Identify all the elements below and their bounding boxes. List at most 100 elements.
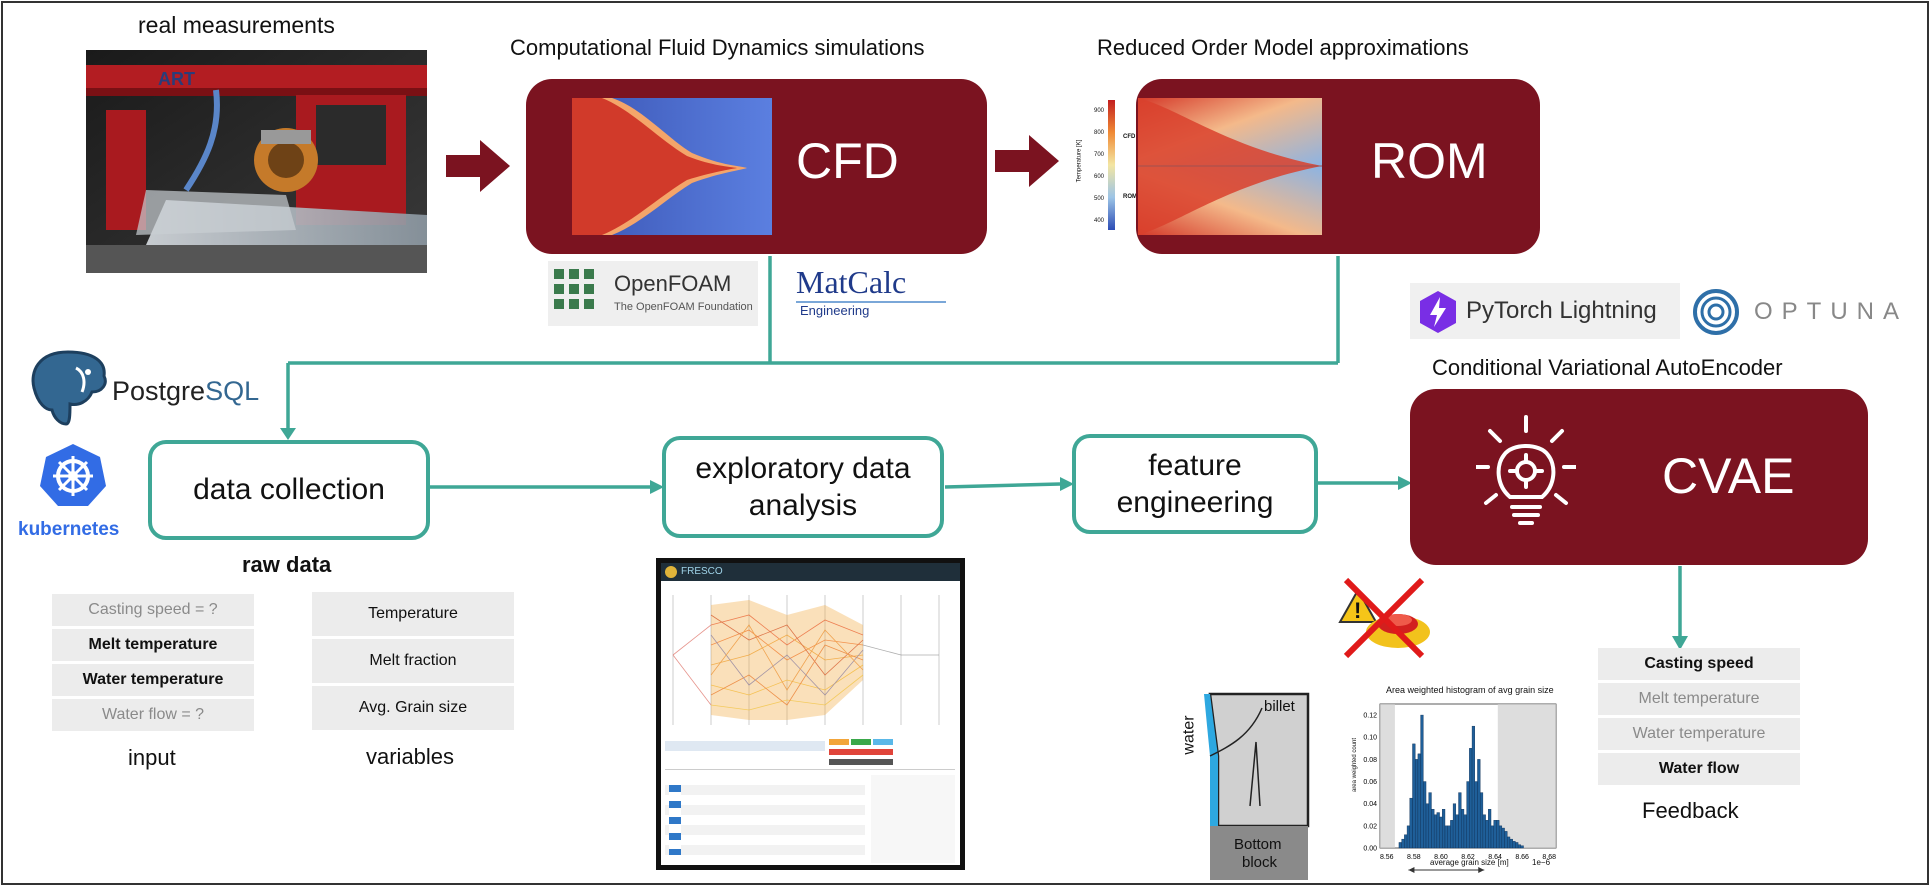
histogram-bar — [1439, 816, 1443, 849]
openfoam-logo: OpenFOAM The OpenFOAM Foundation — [548, 261, 758, 326]
matcalc-subtext: Engineering — [800, 303, 870, 318]
postgresql-elephant-icon — [31, 350, 107, 426]
histogram-bar — [1501, 827, 1505, 849]
histogram-xtick: 8.64 — [1488, 854, 1502, 861]
cfd-label: CFD — [796, 133, 899, 189]
histogram-bar — [1414, 759, 1419, 849]
histogram-shaded-region — [1380, 704, 1395, 848]
cfd-title: Computational Fluid Dynamics simulations — [510, 35, 925, 60]
histogram-bar — [1401, 838, 1405, 849]
histogram-bar — [1436, 812, 1440, 849]
dashboard-inner: FRESCO — [661, 563, 960, 865]
histogram-ytick: 0.08 — [1363, 757, 1377, 764]
histogram-bar — [1485, 820, 1489, 849]
lightning-icon — [1420, 291, 1456, 333]
histogram-bar — [1409, 797, 1413, 849]
svg-text:!: ! — [1354, 598, 1361, 623]
arrow-photo-to-cfd — [446, 140, 510, 192]
histogram-bar — [1406, 825, 1410, 849]
cvae-title: Conditional Variational AutoEncoder — [1432, 355, 1783, 380]
matcalc-text: MatCalc — [796, 264, 907, 300]
input-water-flow: Water flow = ? — [52, 699, 254, 731]
histogram-bar — [1479, 792, 1484, 849]
colorbar-tick: 700 — [1094, 152, 1105, 158]
variable-grain-size: Avg. Grain size — [312, 686, 514, 730]
rom-box: ROM — [1136, 79, 1540, 254]
optuna-text: OPTUNA — [1754, 298, 1909, 325]
cvae-label: CVAE — [1662, 448, 1795, 504]
rom-temperature-field — [1138, 98, 1322, 235]
no-emergency-stop-icon: ! — [1338, 577, 1430, 659]
histogram-ytick: 0.02 — [1363, 823, 1377, 830]
raw-data-heading: raw data — [242, 552, 332, 577]
fe-label-line2: engineering — [1116, 486, 1274, 519]
input-melt-temperature: Melt temperature — [52, 629, 254, 661]
histogram-range-arrow-head — [1408, 867, 1415, 873]
data-collection-box: data collection — [148, 440, 430, 540]
colorbar-tick: 800 — [1094, 130, 1105, 136]
water-label: water — [1180, 715, 1198, 755]
rom-title: Reduced Order Model approximations — [1097, 35, 1469, 60]
histogram-xtick: 8.58 — [1407, 854, 1421, 861]
histogram-ytick: 0.12 — [1363, 713, 1377, 720]
histogram-bar — [1520, 845, 1524, 849]
histogram-bar — [1471, 725, 1475, 849]
histogram-bar — [1512, 841, 1516, 849]
bottom-block-label-2: block — [1242, 854, 1278, 871]
histogram-title: Area weighted histogram of avg grain siz… — [1386, 685, 1554, 695]
histogram-bar — [1428, 792, 1432, 849]
histogram-bar — [1447, 825, 1451, 849]
real-measurements-title: real measurements — [138, 12, 335, 38]
feedback-casting-speed: Casting speed — [1598, 648, 1800, 680]
colorbar-tick: 400 — [1094, 218, 1105, 224]
cfd-temperature-field — [572, 98, 772, 235]
cfd-side-label: CFD — [1123, 134, 1136, 140]
dashboard-header: FRESCO — [661, 563, 960, 581]
histogram-bar — [1509, 838, 1513, 849]
histogram-xtick: 8.66 — [1515, 854, 1529, 861]
input-water-temperature: Water temperature — [52, 664, 254, 696]
histogram-bar — [1444, 825, 1448, 849]
eda-label-line1: exploratory data — [695, 451, 911, 485]
input-caption: input — [128, 745, 176, 770]
billet-label: billet — [1264, 698, 1295, 715]
histogram-bar — [1498, 825, 1503, 849]
histogram-bar — [1404, 834, 1408, 849]
histogram-bar — [1431, 809, 1435, 849]
histogram-bar — [1496, 820, 1500, 849]
histogram-shaded-region — [1497, 704, 1556, 848]
pytorch-lightning-logo: PyTorch Lightning — [1410, 283, 1680, 339]
histogram-xtick: 8.56 — [1380, 854, 1394, 861]
matcalc-logo: MatCalc Engineering — [796, 264, 956, 324]
histogram-bar — [1425, 803, 1429, 849]
histogram-range-arrow-head — [1478, 867, 1485, 873]
grain-size-histogram: Area weighted histogram of avg grain siz… — [1346, 682, 1566, 882]
histogram-xtick: 8.68 — [1542, 854, 1556, 861]
histogram-xlabel: average grain size [m] — [1430, 858, 1509, 867]
histogram-bar — [1433, 814, 1438, 849]
feature-engineering-box: feature engineering — [1072, 434, 1318, 534]
histogram-bar — [1417, 753, 1421, 849]
optuna-logo: OPTUNA — [1692, 288, 1902, 338]
histogram-xtick: 8.62 — [1461, 854, 1475, 861]
kubernetes-logo: kubernetes — [14, 442, 134, 542]
histogram-bar — [1515, 842, 1519, 849]
dashboard-app-name: FRESCO — [681, 566, 723, 577]
histogram-bar — [1450, 820, 1454, 849]
histogram-bar — [1488, 809, 1492, 849]
svg-text:ART: ART — [158, 69, 195, 89]
histogram-bar — [1469, 748, 1473, 849]
histogram-exponent: 1e−6 — [1532, 858, 1551, 867]
parallel-coordinates-plot — [672, 595, 940, 725]
eda-label-line2: analysis — [748, 489, 858, 522]
casting-machine-photo: ART — [86, 50, 427, 273]
input-casting-speed: Casting speed = ? — [52, 594, 254, 626]
histogram-bar — [1477, 759, 1481, 849]
variable-melt-fraction: Melt fraction — [312, 639, 514, 683]
feature-engineering-label: feature engineering — [1117, 447, 1274, 522]
bottom-block-label-1: Bottom — [1234, 836, 1282, 853]
postgresql-text-b: SQL — [205, 376, 260, 406]
variables-caption: variables — [366, 744, 455, 769]
histogram-bar — [1455, 814, 1459, 849]
